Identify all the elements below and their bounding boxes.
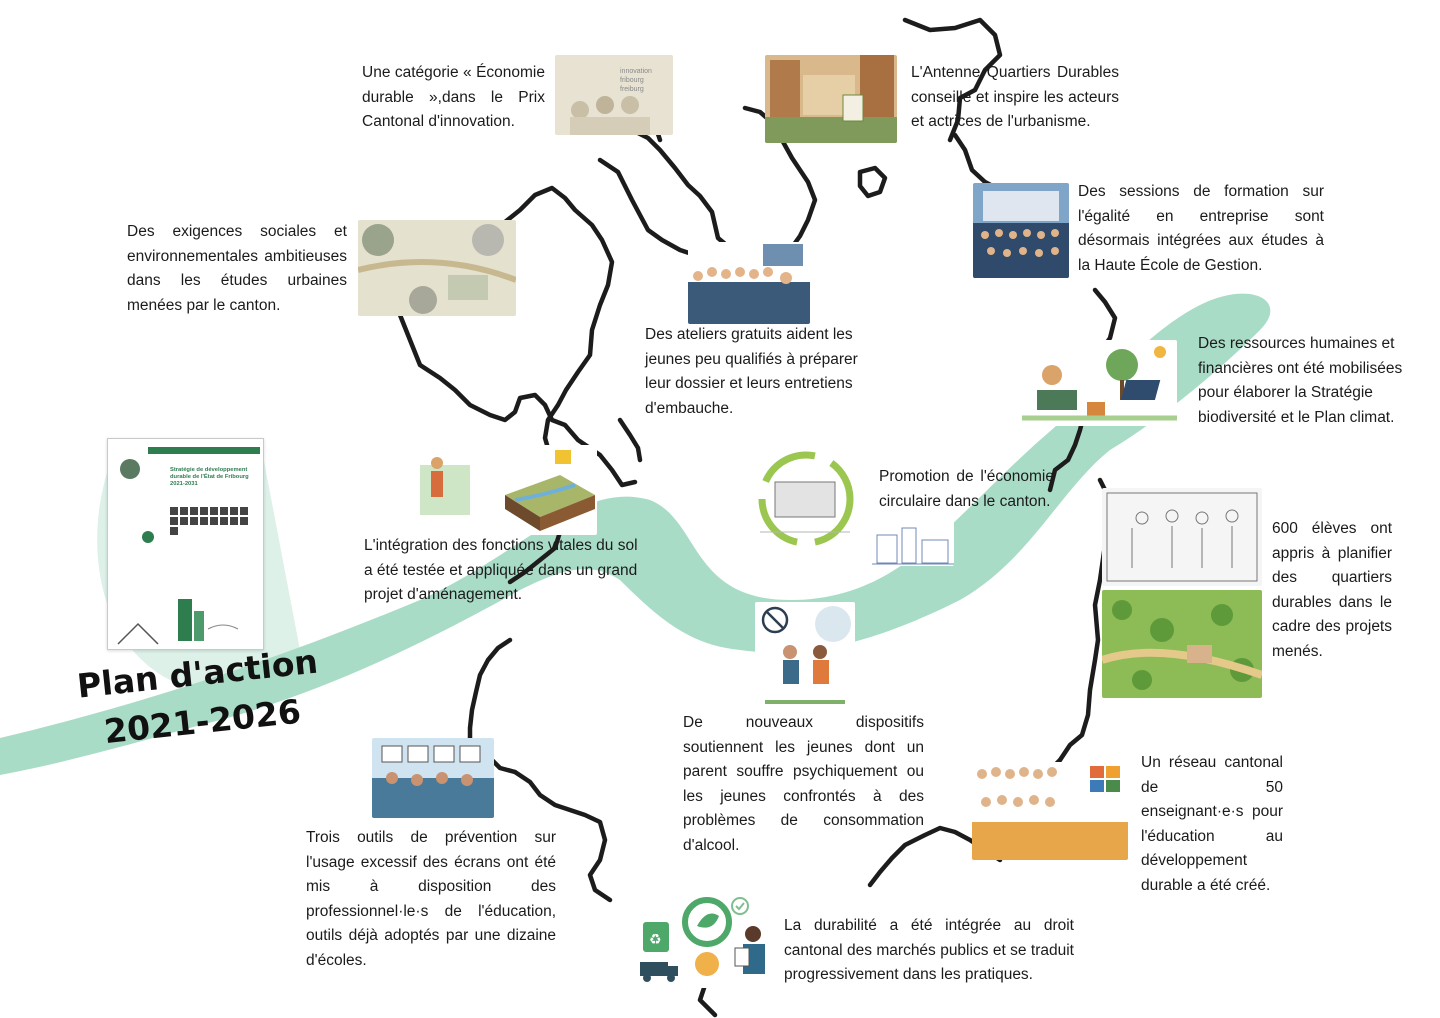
soil-functions-image: [415, 445, 597, 535]
truck-icon: [640, 962, 678, 982]
urban-studies-image: [358, 220, 516, 316]
innovation-prize-image: innovation fribourg freiburg: [555, 55, 673, 135]
svg-text:freiburg: freiburg: [620, 86, 644, 93]
ribbon-path: [0, 293, 1271, 775]
screen-prevention-image: [372, 738, 494, 818]
action-eleves-text: 600 élèves ont appris à planifier des qu…: [1272, 520, 1392, 660]
action-exigences-text: Des exigences sociales et environnementa…: [127, 223, 347, 314]
action-economie-text: Une catégorie « Économie durable »,dans …: [362, 64, 545, 130]
strategy-document-cover: Stratégie de développement durable de l'…: [107, 438, 264, 650]
action-circulaire-text: Promotion de l'économie circulaire dans …: [879, 468, 1054, 510]
svg-text:fribourg: fribourg: [620, 77, 644, 84]
document-header-band: [148, 447, 260, 454]
action-egalite-text: Des sessions de formation sur l'égalité …: [1078, 183, 1324, 274]
document-title: Stratégie de développement durable de l'…: [170, 467, 249, 487]
action-ecrans-text: Trois outils de prévention sur l'usage e…: [306, 829, 556, 969]
document-illustration: [117, 459, 239, 645]
circular-economy-image: [740, 447, 872, 552]
hes-training-image: [973, 183, 1069, 278]
quartiers-durables-image: [765, 55, 897, 143]
svg-text:♻: ♻: [649, 932, 662, 948]
svg-text:innovation: innovation: [620, 68, 652, 75]
industry-sketch-image: [872, 520, 954, 566]
leaf-icon: [682, 897, 732, 947]
checkmark-icon: [731, 897, 749, 915]
students-planning-image: [1102, 488, 1262, 586]
action-ressources-text: Des ressources humaines et financières o…: [1198, 335, 1403, 426]
action-jeunes-text: De nouveaux dispositifs soutiennent les …: [683, 714, 924, 854]
public-procurement-image: ♻: [635, 892, 773, 988]
recycle-icon: ♻: [643, 922, 669, 952]
action-marches-text: La durabilité a été intégrée au droit ca…: [784, 917, 1074, 983]
neighborhood-map-image: [1102, 590, 1262, 698]
action-quartiers-text: L'Antenne Quartiers Durables conseille e…: [911, 64, 1119, 130]
action-reseau-text: Un réseau cantonal de 50 enseignant·e·s …: [1141, 754, 1283, 894]
action-sol-text: L'intégration des fonctions vitales du s…: [364, 537, 638, 603]
youth-support-image: [755, 602, 855, 707]
action-ateliers-text: Des ateliers gratuits aident les jeunes …: [645, 326, 858, 417]
biodiversity-climate-image: [1022, 340, 1177, 426]
job-workshop-image: [688, 242, 810, 324]
teachers-network-image: [972, 762, 1128, 860]
sdg-icons-grid: [170, 507, 256, 535]
